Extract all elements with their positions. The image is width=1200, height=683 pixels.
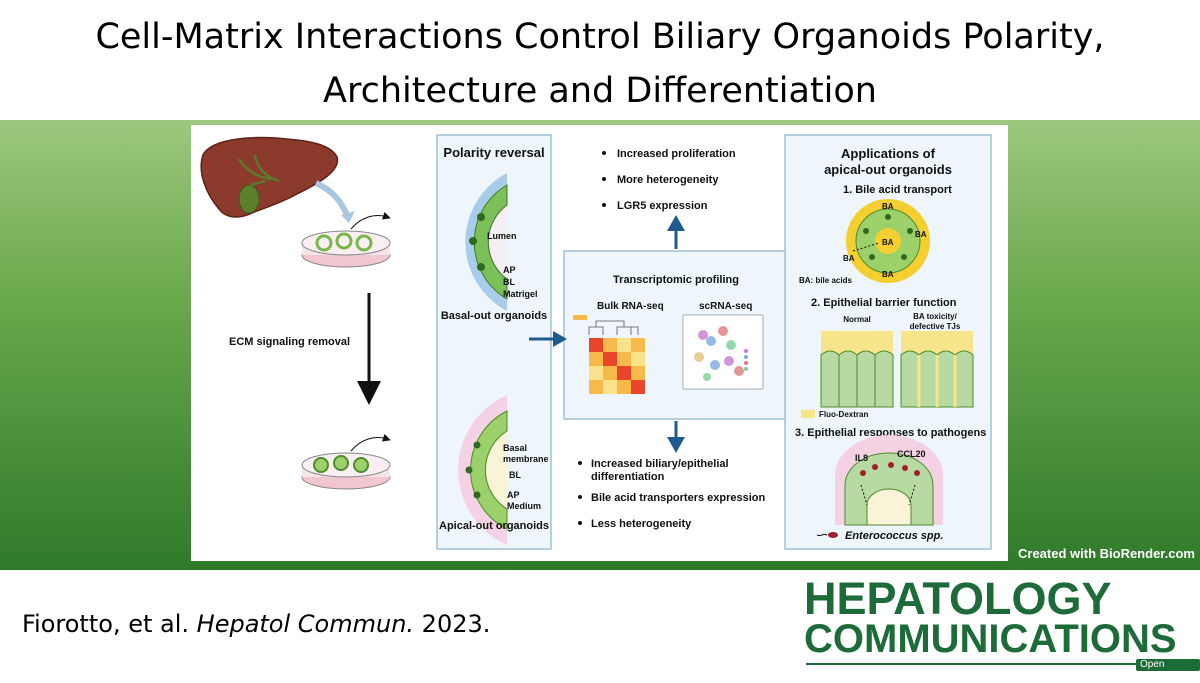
enterococcus-label: Enterococcus spp. [845,530,943,542]
ba-label-right: BA [915,230,927,239]
fluo-label: Fluo-Dextran [819,410,868,419]
bottom-bullet-3: Less heterogeneity [591,518,692,530]
top-bullet-list: Increased proliferation More heterogenei… [602,148,736,212]
petri-dish-bottom-icon [302,438,390,490]
title-line-1: Cell-Matrix Interactions Control Biliary… [0,10,1200,64]
basal-out-label: Basal-out organoids [441,310,547,322]
ccl20-label: CCL20 [897,449,926,459]
title-line-2: Architecture and Differentiation [0,64,1200,118]
top-bullet-3: LGR5 expression [617,200,708,212]
toxicity-label-2: defective TJs [910,322,961,331]
applications-heading-1: Applications of [841,146,936,161]
citation-authors: Fiorotto, et al. [22,610,197,638]
open-access-badge: Open Access [1136,659,1200,671]
basal-membrane-label-2: membrane [503,454,549,464]
polarity-heading: Polarity reversal [443,145,544,160]
figure-panel: ECM signaling removal Polarity reversal … [191,125,1008,561]
barrier-defective-icon [901,331,973,407]
ba-label-bottom: BA [882,270,894,279]
fluo-swatch [801,410,815,418]
top-bullet-2: More heterogeneity [617,174,719,186]
down-blue-arrow-head [667,437,685,453]
logo-underline [806,663,1192,665]
liver-to-dish-arrow [316,183,347,215]
pathogen-response-icon [835,435,943,525]
bl2-label: BL [509,470,521,480]
ba-label-center: BA [882,238,894,247]
top-bullet-1: Increased proliferation [617,148,736,160]
scatter-plot-icon [683,315,763,389]
application-item-2: 2. Epithelial barrier function [811,297,957,309]
normal-label: Normal [843,315,871,324]
logo-communications: COMMUNICATIONS [804,618,1177,660]
ap-label: AP [503,265,516,275]
figure-svg: ECM signaling removal Polarity reversal … [191,125,1008,561]
liver-icon [201,138,337,217]
ba-label-left: BA [843,254,855,263]
bottom-bullet-list: Increased biliary/epithelial differentia… [578,458,766,530]
il8-label: IL8 [855,453,868,463]
barrier-normal-icon [821,331,893,407]
ba-label-top: BA [882,202,894,211]
ba-legend: BA: bile acids [799,276,852,285]
bl-label: BL [503,277,515,287]
logo-hepatology: HEPATOLOGY [804,576,1112,621]
lumen-label: Lumen [487,231,517,241]
bottom-bullet-2: Bile acid transporters expression [591,492,766,504]
sc-label: scRNA-seq [699,301,752,312]
citation-journal: Hepatol Commun. [197,610,414,638]
medium-label: Medium [507,501,541,511]
up-arrow-head [667,215,685,231]
biorender-credit: Created with BioRender.com [1018,546,1195,561]
bottom-bullet-1-line-2: differentiation [591,471,665,483]
bulk-label: Bulk RNA-seq [597,301,664,312]
page-title: Cell-Matrix Interactions Control Biliary… [0,10,1200,118]
ecm-label: ECM signaling removal [229,336,350,348]
petri-dish-top-icon [302,216,390,268]
apical-out-label: Apical-out organoids [439,520,549,532]
basal-membrane-label-1: Basal [503,443,527,453]
transcriptomic-heading: Transcriptomic profiling [613,274,739,286]
applications-heading-2: apical-out organoids [824,162,952,177]
matrigel-label: Matrigel [503,289,538,299]
toxicity-label-1: BA toxicity/ [913,312,957,321]
application-item-1: 1. Bile acid transport [843,184,952,196]
ap2-label: AP [507,490,520,500]
citation-year: 2023. [414,610,490,638]
citation: Fiorotto, et al. Hepatol Commun. 2023. [22,610,490,638]
bottom-bullet-1-line-1: Increased biliary/epithelial [591,458,729,470]
